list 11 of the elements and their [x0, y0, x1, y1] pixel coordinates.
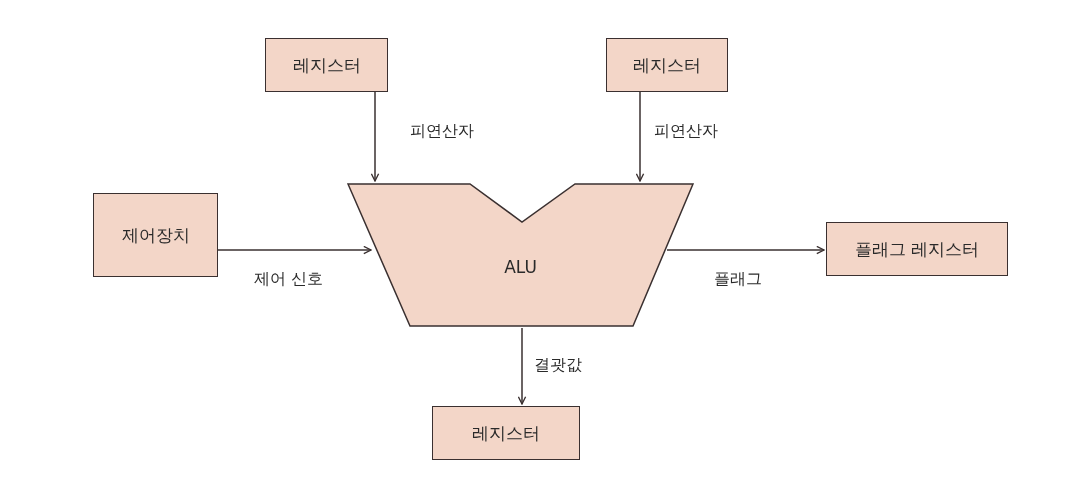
arrow [635, 91, 645, 182]
arrow [517, 327, 527, 405]
flag-register-box: 플래그 레지스터 [826, 222, 1008, 276]
arrow [370, 91, 380, 182]
arrow [666, 245, 825, 255]
register-box: 레지스터 [265, 38, 388, 92]
arrow [217, 245, 372, 255]
register-box: 레지스터 [606, 38, 728, 92]
alu-shape: ALU [347, 183, 694, 327]
register-box: 레지스터 [432, 406, 580, 460]
control-unit-box: 제어장치 [93, 193, 218, 277]
